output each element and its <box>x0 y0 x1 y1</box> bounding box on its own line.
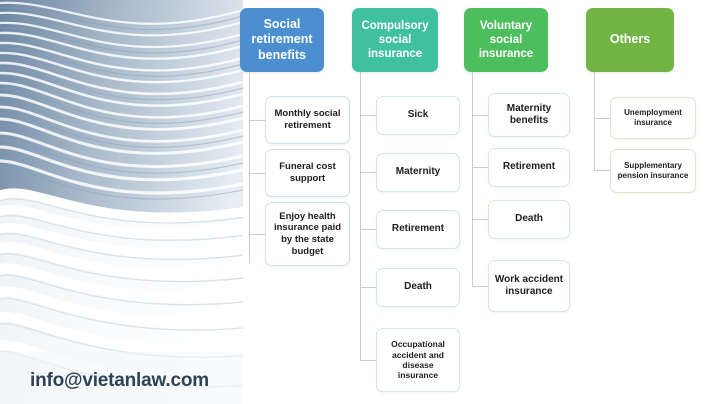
node-occupational-accident-and-disease-insurance[interactable]: Occupational accident and disease insura… <box>376 328 460 392</box>
connector-branch <box>472 115 488 116</box>
node-maternity-benefits[interactable]: Maternity benefits <box>488 93 570 137</box>
connector-branch <box>472 286 488 287</box>
node-monthly-social-retirement[interactable]: Monthly social retirement <box>265 96 350 144</box>
node-maternity[interactable]: Maternity <box>376 153 460 192</box>
column-social-retirement-benefits: Social retirement benefits Monthly socia… <box>240 8 350 266</box>
column-header-social-retirement-benefits[interactable]: Social retirement benefits <box>240 8 324 72</box>
connector-stem <box>594 72 595 170</box>
connector-branch <box>360 229 376 230</box>
column-voluntary-social-insurance: Voluntary social insurance Maternity ben… <box>464 8 570 312</box>
node-work-accident-insurance[interactable]: Work accident insurance <box>488 260 570 312</box>
connector-branch <box>249 173 265 174</box>
connector-branch <box>360 287 376 288</box>
wavy-ribbon-texture-background <box>0 0 243 404</box>
column-compulsory-social-insurance: Compulsory social insurance Sick Materni… <box>352 8 460 392</box>
connector-branch <box>360 172 376 173</box>
connector-branch <box>249 120 265 121</box>
connector-branch <box>249 234 265 235</box>
node-supplementary-pension-insurance[interactable]: Supplementary pension insurance <box>610 149 696 193</box>
connector-branch <box>594 118 610 119</box>
node-sick[interactable]: Sick <box>376 96 460 135</box>
node-retirement[interactable]: Retirement <box>376 210 460 249</box>
connector-branch <box>472 219 488 220</box>
column-others: Others Unemployment insurance Supplement… <box>586 8 696 193</box>
connector-branch <box>472 167 488 168</box>
column-header-others[interactable]: Others <box>586 8 674 72</box>
node-death[interactable]: Death <box>376 268 460 307</box>
connector-branch <box>360 360 376 361</box>
node-death[interactable]: Death <box>488 200 570 239</box>
node-unemployment-insurance[interactable]: Unemployment insurance <box>610 97 696 139</box>
node-enjoy-health-insurance-state-budget[interactable]: Enjoy health insurance paid by the state… <box>265 202 350 266</box>
connector-stem <box>249 72 250 263</box>
column-header-compulsory-social-insurance[interactable]: Compulsory social insurance <box>352 8 438 72</box>
node-funeral-cost-support[interactable]: Funeral cost support <box>265 149 350 197</box>
connector-branch <box>594 170 610 171</box>
connector-branch <box>360 115 376 116</box>
connector-stem <box>360 72 361 360</box>
email-watermark: info@vietanlaw.com <box>30 370 209 391</box>
node-retirement[interactable]: Retirement <box>488 148 570 187</box>
column-header-voluntary-social-insurance[interactable]: Voluntary social insurance <box>464 8 548 72</box>
connector-stem <box>472 72 473 287</box>
